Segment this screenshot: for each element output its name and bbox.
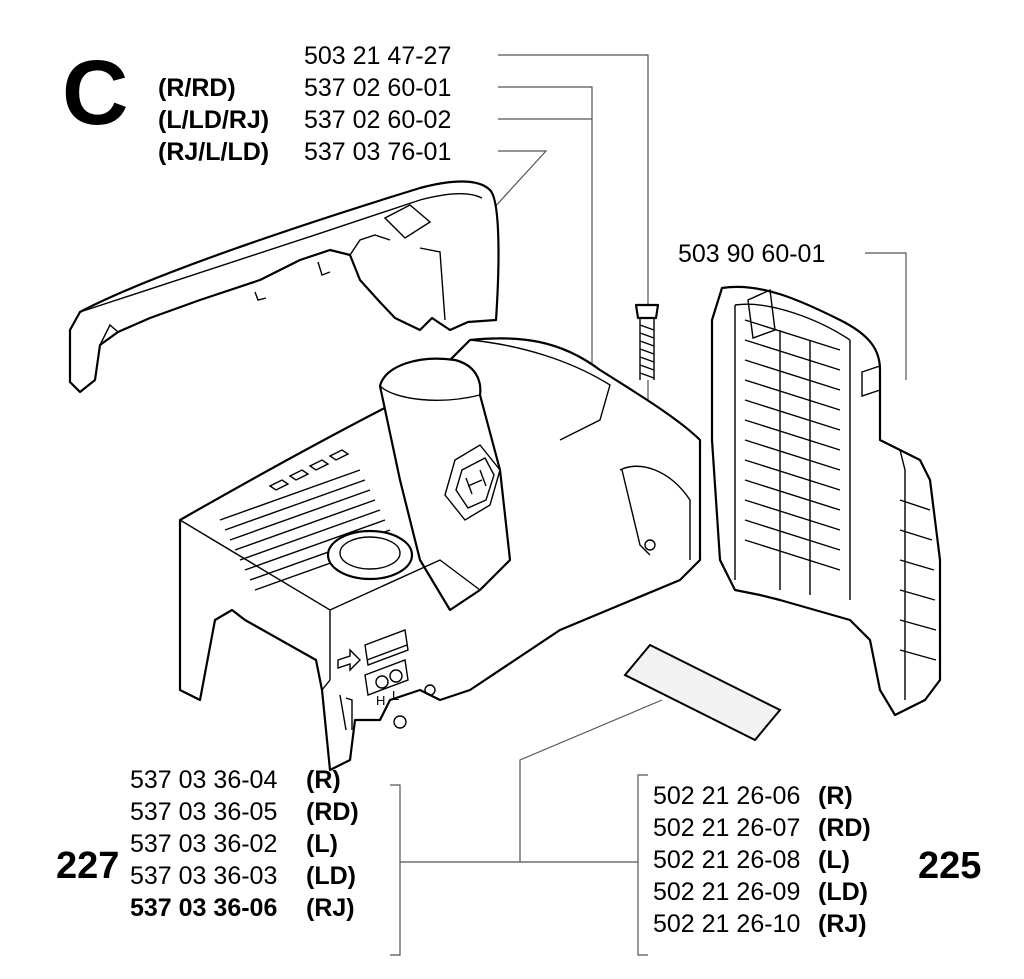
top-label-2-variant: (L/LD/RJ) xyxy=(158,106,269,134)
top-label-3-part: 537 03 76-01 xyxy=(304,138,451,166)
right-item-3-variant: (LD) xyxy=(818,878,868,906)
grille-leader xyxy=(865,252,907,380)
cover-marking-h: H xyxy=(376,693,385,708)
right-item-1-variant: (RD) xyxy=(818,814,871,842)
choke-symbol-icon xyxy=(339,694,353,731)
top-label-3-variant: (RJ/L/LD) xyxy=(158,138,269,166)
top-label-2-part: 537 02 60-02 xyxy=(304,106,451,134)
right-item-2-variant: (L) xyxy=(818,846,850,874)
left-parts-list: 227 537 03 36-04 (R) 537 03 36-05 (RD) 5… xyxy=(56,766,359,922)
left-item-4-variant: (RJ) xyxy=(306,894,355,922)
top-label-1-variant: (R/RD) xyxy=(158,74,236,102)
left-item-1-variant: (RD) xyxy=(306,798,359,826)
top-label-1-part: 537 02 60-01 xyxy=(304,74,451,102)
arrow-icon xyxy=(337,648,361,672)
right-item-0-part: 502 21 26-06 xyxy=(653,782,800,810)
left-item-0-variant: (R) xyxy=(306,766,341,794)
left-ref-number: 227 xyxy=(56,845,119,887)
left-item-3-part: 537 03 36-03 xyxy=(130,862,277,890)
left-item-4-part: 537 03 36-06 xyxy=(130,894,277,922)
grille xyxy=(710,285,942,717)
brand-logo-icon xyxy=(444,444,501,521)
top-label-0-part: 503 21 47-27 xyxy=(304,42,451,70)
main-cover: H L xyxy=(178,337,702,772)
right-item-2-part: 502 21 26-08 xyxy=(653,846,800,874)
bottom-leader-lines xyxy=(390,699,663,956)
right-ref-number: 225 xyxy=(918,845,981,887)
right-item-4-part: 502 21 26-10 xyxy=(653,910,800,938)
right-item-0-variant: (R) xyxy=(818,782,853,810)
grille-label: 503 90 60-01 xyxy=(678,240,825,268)
upper-cover xyxy=(68,180,500,394)
right-parts-list: 502 21 26-06 (R) 502 21 26-07 (RD) 502 2… xyxy=(653,782,981,938)
cover-marking-l: L xyxy=(392,688,399,703)
left-item-2-part: 537 03 36-02 xyxy=(130,830,277,858)
left-item-0-part: 537 03 36-04 xyxy=(130,766,277,794)
top-label-group: 503 21 47-27 (R/RD) 537 02 60-01 (L/LD/R… xyxy=(158,42,451,166)
right-item-3-part: 502 21 26-09 xyxy=(653,878,800,906)
right-item-1-part: 502 21 26-07 xyxy=(653,814,800,842)
adjuster-l-icon xyxy=(389,669,403,683)
left-item-1-part: 537 03 36-05 xyxy=(130,798,277,826)
left-item-2-variant: (L) xyxy=(306,830,338,858)
decal xyxy=(623,643,782,742)
right-item-4-variant: (RJ) xyxy=(818,910,867,938)
adjuster-h-icon xyxy=(375,675,389,689)
section-letter: C xyxy=(62,42,128,144)
top-leader-lines xyxy=(491,54,649,380)
left-item-3-variant: (LD) xyxy=(306,862,356,890)
